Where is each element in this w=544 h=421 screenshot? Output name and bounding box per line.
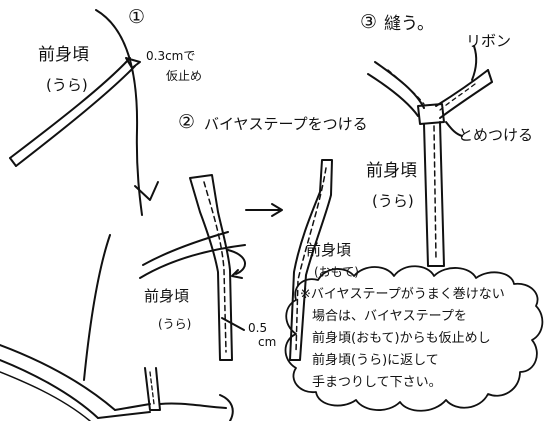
step3-knot xyxy=(417,103,445,125)
step2-title: バイヤステープをつける xyxy=(204,115,368,133)
front-back-label-2: 前身頃 xyxy=(144,287,190,305)
step3-strip xyxy=(423,121,445,267)
step3-number: ③ xyxy=(360,11,378,33)
step1-guide-line xyxy=(95,9,143,216)
step3-pointer xyxy=(445,121,463,137)
front-face-label: 前身頃 xyxy=(306,241,352,259)
width-unit: cm xyxy=(258,335,277,349)
step1-ribbon-strip xyxy=(9,57,131,159)
width-value: 0.5 xyxy=(248,321,268,335)
ribbon-label: リボン xyxy=(466,32,512,50)
face-side-label: (おもて) xyxy=(314,265,359,279)
step3-ribbon-left xyxy=(374,61,425,109)
step2-tape-right xyxy=(289,159,333,361)
step2-number: ② xyxy=(178,111,196,133)
front-back-label-1: 前身頃 xyxy=(38,45,89,65)
note-line: 前身頃(おもて)からも仮止めし xyxy=(312,331,491,346)
note-line: 手まつりして下さい。 xyxy=(312,375,442,390)
step3-ribbon-right xyxy=(435,69,489,107)
note-line: ※バイヤステープがうまく巻けない xyxy=(300,287,505,302)
step2-tape-left xyxy=(189,174,233,361)
step1-arrow xyxy=(134,181,159,201)
attach-label: とめつける xyxy=(458,126,534,144)
step1-tack-mark xyxy=(125,57,141,69)
note-line: 前身頃(うら)に返して xyxy=(312,353,439,368)
front-back-label-3: 前身頃 xyxy=(366,161,417,181)
step3-title: 縫う。 xyxy=(384,14,434,34)
note-cloud xyxy=(284,265,544,412)
note-line: 場合は、バイヤステープを xyxy=(312,309,467,324)
step1-number: ① xyxy=(128,6,146,28)
pin-distance-label: 0.3cmで xyxy=(146,49,196,63)
lower-garment xyxy=(0,344,116,419)
back-side-label-2: (うら) xyxy=(158,317,192,331)
back-side-label-3: (うら) xyxy=(372,192,414,210)
note-text: ※バイヤステープがうまく巻けない 場合は、バイヤステープを 前身頃(おもて)から… xyxy=(300,284,540,394)
step2-garment-edge xyxy=(139,244,246,279)
back-side-label-1: (うら) xyxy=(46,76,88,94)
tack-label: 仮止め xyxy=(166,69,203,83)
